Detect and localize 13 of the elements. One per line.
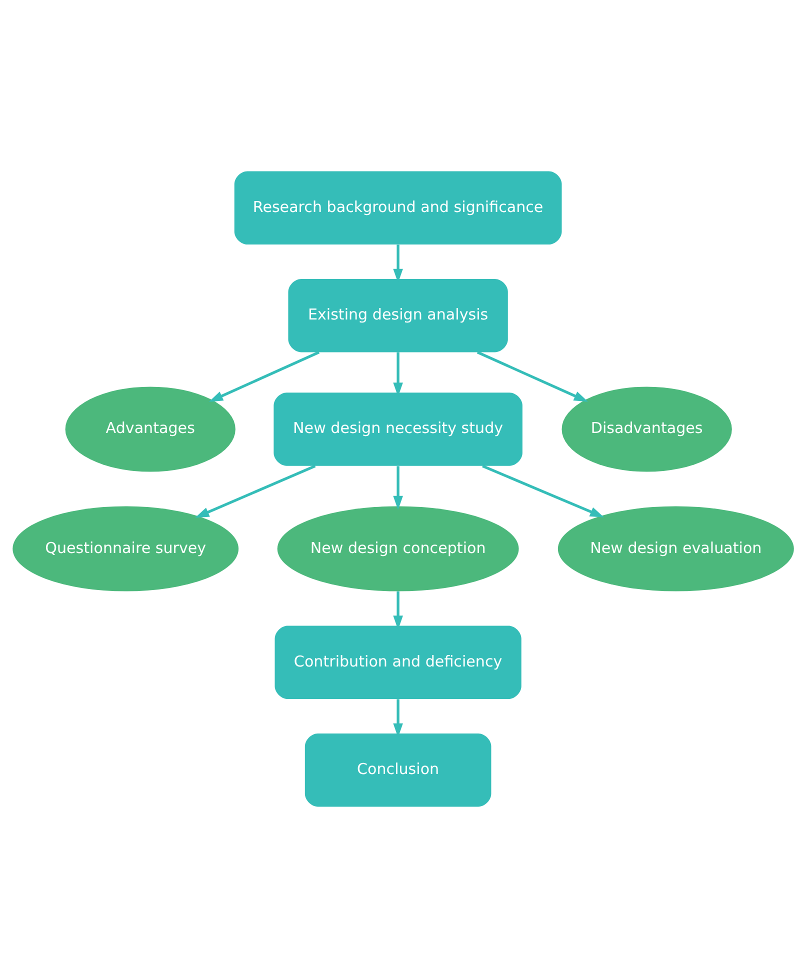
node-box: Research background and significance: [234, 170, 562, 244]
node-box: Contribution and deficiency: [274, 625, 522, 698]
node-box: Existing design analysis: [288, 278, 508, 352]
arrow: [208, 350, 320, 402]
node-ellipse: Disadvantages: [562, 386, 732, 472]
arrow: [482, 464, 604, 517]
arrow: [195, 464, 316, 518]
node-ellipse: New design conception: [277, 506, 519, 591]
arrow: [476, 350, 588, 402]
node-box: Conclusion: [304, 732, 492, 806]
node-ellipse: Advantages: [65, 386, 236, 472]
node-box: New design necessity study: [274, 392, 522, 466]
arrow: [393, 466, 403, 510]
